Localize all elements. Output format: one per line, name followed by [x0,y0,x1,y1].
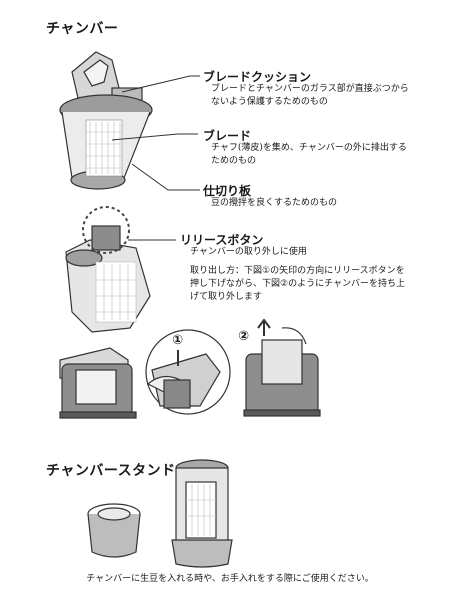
part-label-partition: 仕切り板 [203,184,252,198]
step-number-1: ① [172,333,184,348]
release-button-label: リリースボタン [180,233,264,247]
release-howto: 取り出し方：下図①の矢印の方向にリリースボタンを 押し下げながら、下図②のように… [190,266,405,302]
section-title-chamber: チャンバー [46,21,119,37]
part-desc-partition: 豆の攪拌を良くするためのもの [211,198,338,208]
stand-usage-note: チャンバーに生豆を入れる時や、お手入れをする際にご使用ください。 [86,574,374,584]
release-button-desc: チャンバーの取り外しに使用 [190,247,307,257]
removal-steps-illustration [59,318,321,419]
part-desc-blade-cushion: ブレードとチャンバーのガラス部が直接ぶつから ないよう保護するためのもの [211,84,409,107]
part-label-blade: ブレード [203,129,252,143]
chamber-stand-illustration [87,459,233,568]
part-label-blade-cushion: ブレードクッション [203,70,312,84]
release-button-illustration [65,206,176,333]
chamber-illustration [59,51,200,191]
part-desc-blade: チャフ(薄皮)を集め、チャンバーの外に排出する ためのもの [211,143,407,166]
step-number-2: ② [238,329,250,344]
section-title-stand: チャンバースタンド [46,463,176,479]
